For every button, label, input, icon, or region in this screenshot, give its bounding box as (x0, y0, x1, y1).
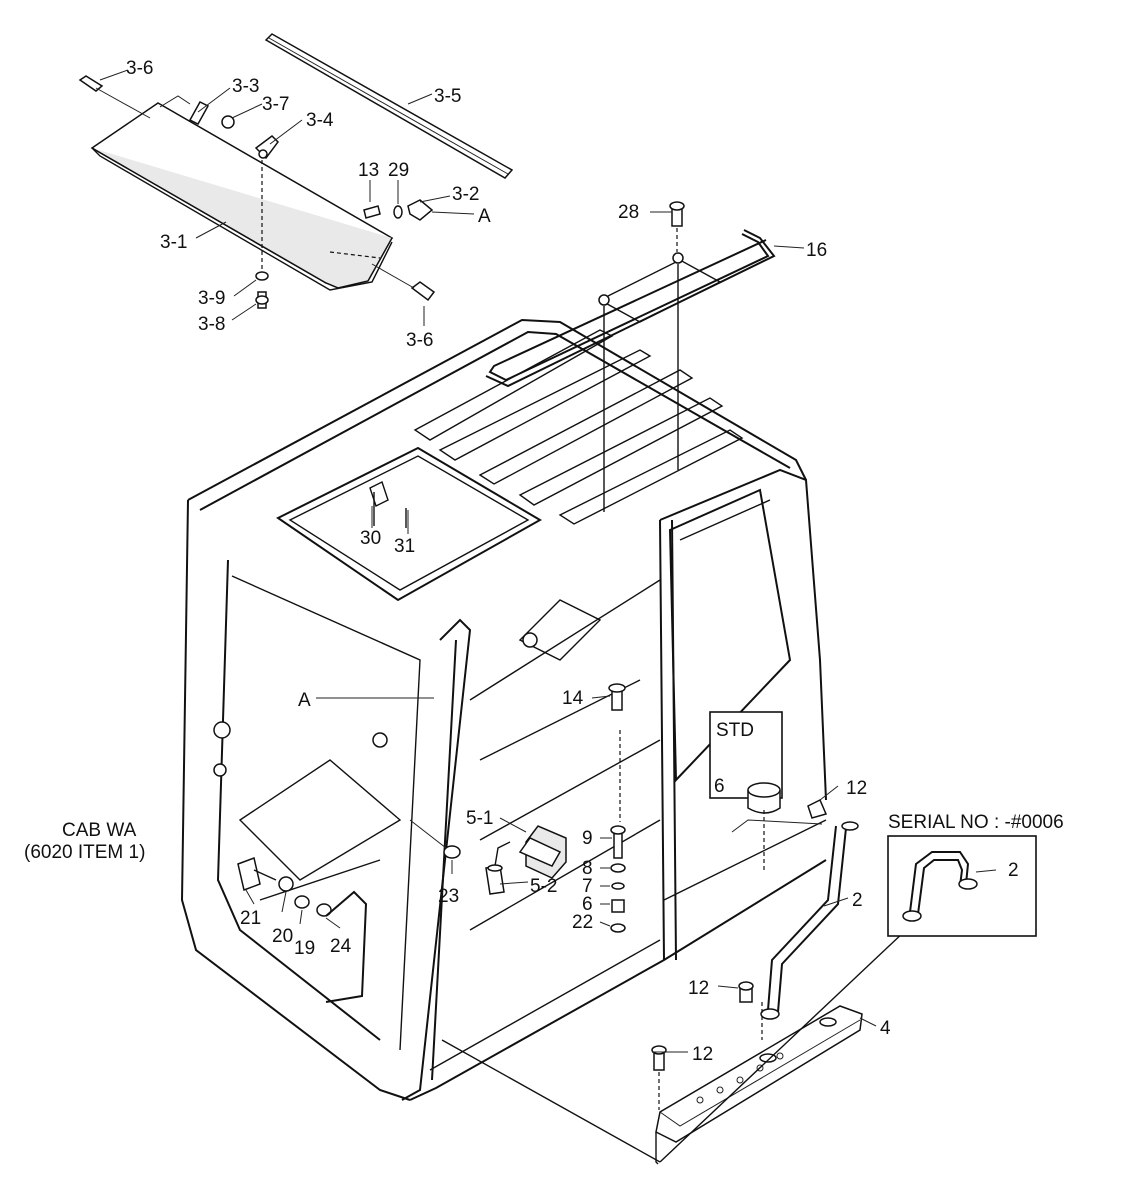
bolt-stack (610, 730, 626, 933)
callout-14: 14 (562, 688, 584, 709)
callout-24: 24 (330, 936, 352, 957)
step-part (441, 929, 907, 1165)
callout-6: 6 (582, 894, 593, 915)
left-hardware (237, 856, 368, 1003)
callout-a-mid: A (298, 690, 311, 711)
skylight-hardware (369, 481, 407, 528)
callout-16: 16 (806, 240, 827, 261)
callout-12-right: 12 (846, 778, 867, 799)
callout-6-std: 6 (714, 776, 725, 797)
callout-31: 31 (394, 536, 415, 557)
weather-strip-part (264, 33, 514, 179)
side-handrail-part (651, 798, 859, 1110)
callout-19: 19 (294, 938, 315, 959)
callout-7: 7 (582, 876, 593, 897)
callout-5-1: 5-1 (466, 808, 493, 829)
std-cap (709, 711, 783, 870)
callout-29: 29 (388, 160, 409, 181)
handrail-part (485, 201, 776, 512)
callout-3-4: 3-4 (306, 110, 334, 131)
roof-cover-part (90, 95, 394, 291)
callout-serial: SERIAL NO : -#0006 (888, 812, 1064, 833)
callout-22: 22 (572, 912, 593, 933)
callout-5-2: 5-2 (530, 876, 557, 897)
callout-21: 21 (240, 908, 261, 929)
callout-labels: 3-6 3-3 3-7 3-4 3-5 13 29 3-2 A 3-1 3-9 … (24, 58, 1064, 1065)
callout-cab-1: CAB WA (62, 820, 137, 841)
callout-3-7: 3-7 (262, 94, 289, 115)
serial-box (887, 835, 1037, 937)
callout-12-low: 12 (692, 1044, 713, 1065)
callout-30: 30 (360, 528, 381, 549)
top-hardware (78, 75, 436, 309)
callout-2-box: 2 (1008, 860, 1019, 881)
callout-3-6-top: 3-6 (126, 58, 153, 79)
callout-8: 8 (582, 858, 593, 879)
bolt-14 (608, 683, 626, 711)
callout-cab-2: (6020 ITEM 1) (24, 842, 145, 863)
callout-28: 28 (618, 202, 639, 223)
callout-3-9: 3-9 (198, 288, 225, 309)
callout-3-6-bottom: 3-6 (406, 330, 433, 351)
washer-23 (409, 819, 461, 859)
callout-3-2: 3-2 (452, 184, 479, 205)
callout-2: 2 (852, 890, 863, 911)
callout-12-mid: 12 (688, 978, 709, 999)
callout-13: 13 (358, 160, 379, 181)
cab-body (180, 318, 827, 1101)
callout-3-1: 3-1 (160, 232, 187, 253)
callout-3-5: 3-5 (434, 86, 461, 107)
callout-3-3: 3-3 (232, 76, 259, 97)
callout-3-8: 3-8 (198, 314, 225, 335)
callout-a-top: A (478, 206, 491, 227)
leader-lines (99, 69, 997, 1053)
mirror-part (485, 825, 567, 895)
callout-20: 20 (272, 926, 293, 947)
callout-9: 9 (582, 828, 593, 849)
callout-23: 23 (438, 886, 459, 907)
callout-std: STD (716, 720, 754, 741)
callout-4: 4 (880, 1018, 891, 1039)
